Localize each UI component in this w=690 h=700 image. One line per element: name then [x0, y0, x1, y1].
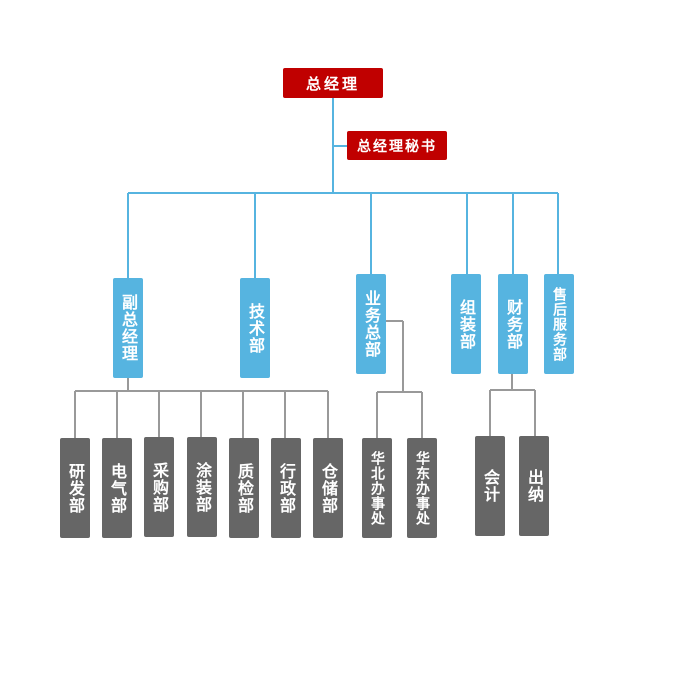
node-north-china-office: 华北办事处	[362, 438, 392, 538]
node-purchasing-dept: 采购部	[144, 437, 174, 537]
node-accounting: 会计	[475, 436, 505, 536]
node-tech-dept: 技术部	[240, 278, 270, 378]
node-general-manager: 总经理	[283, 68, 383, 98]
upper-connectors	[127, 98, 559, 278]
node-cashier: 出纳	[519, 436, 549, 536]
node-rnd-dept: 研发部	[60, 438, 90, 538]
node-east-china-office: 华东办事处	[407, 438, 437, 538]
node-business-hq: 业务总部	[356, 274, 386, 374]
node-painting-dept: 涂装部	[187, 437, 217, 537]
node-electrical-dept: 电气部	[102, 438, 132, 538]
node-assembly-dept: 组装部	[451, 274, 481, 374]
node-qc-dept: 质检部	[229, 438, 259, 538]
node-aftersales-dept: 售后服务部	[544, 274, 574, 374]
node-admin-dept: 行政部	[271, 438, 301, 538]
node-warehouse-dept: 仓储部	[313, 438, 343, 538]
lower-connectors	[74, 320, 536, 438]
node-finance-dept: 财务部	[498, 274, 528, 374]
node-gm-secretary: 总经理秘书	[347, 131, 447, 160]
node-deputy-gm: 副总经理	[113, 278, 143, 378]
